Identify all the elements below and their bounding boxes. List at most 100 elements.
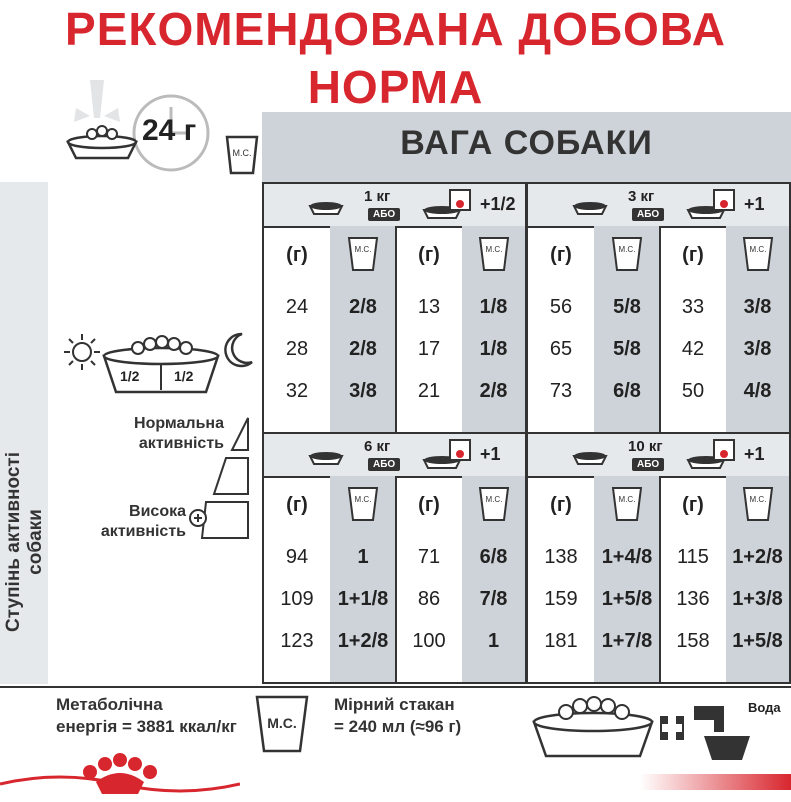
clock-icon bbox=[132, 94, 210, 172]
cup-header-icon: М.С. bbox=[611, 487, 643, 521]
normal-activity-line1: Нормальна bbox=[134, 415, 224, 432]
energy-line2: енергія = 3881 ккал/кг bbox=[56, 717, 237, 736]
activity-steps-icon bbox=[189, 417, 249, 539]
energy-info: Метаболічна енергія = 3881 ккал/кг bbox=[56, 694, 237, 738]
grams-value: 50 bbox=[681, 380, 705, 402]
grams-header: (г) bbox=[286, 494, 308, 516]
wet-food-amount: +1 bbox=[744, 444, 765, 464]
svg-text:М.С.: М.С. bbox=[749, 495, 766, 504]
cups-value: 1+1/8 bbox=[337, 588, 389, 610]
wet-food-pouch-icon bbox=[686, 439, 735, 469]
grams-header: (г) bbox=[682, 244, 704, 266]
dog-weight-label: 6 кг bbox=[364, 438, 391, 455]
small-bowl-icon bbox=[308, 202, 344, 215]
grams-header: (г) bbox=[550, 244, 572, 266]
sun-icon bbox=[64, 334, 100, 370]
cups-value: 5/8 bbox=[613, 338, 641, 360]
block-header: 1 кг АБО +1/2 bbox=[264, 184, 525, 228]
bowl-half-left: 1/2 bbox=[120, 368, 140, 384]
footer-cup-label: М.С. bbox=[267, 715, 297, 731]
or-badge: АБО bbox=[368, 208, 401, 221]
svg-text:М.С.: М.С. bbox=[355, 495, 372, 504]
column-divider bbox=[659, 476, 661, 682]
small-bowl-icon bbox=[572, 202, 608, 215]
cup-header-icon: М.С. bbox=[347, 237, 379, 271]
royal-canin-logo bbox=[0, 753, 240, 794]
weight-header-bg bbox=[262, 112, 791, 182]
cups-value: 1/8 bbox=[479, 296, 508, 318]
grams-value: 100 bbox=[412, 630, 446, 652]
cups-value: 1 bbox=[357, 546, 369, 568]
grams-header: (г) bbox=[418, 494, 440, 516]
svg-text:М.С.: М.С. bbox=[355, 245, 372, 254]
grams-value: 71 bbox=[417, 546, 441, 568]
wet-food-pouch-icon bbox=[422, 189, 471, 219]
cups-value: 5/8 bbox=[613, 296, 641, 318]
high-activity-label: Висока активність bbox=[86, 502, 186, 542]
grams-value: 123 bbox=[280, 630, 314, 652]
title-line-2: НОРМА bbox=[307, 61, 484, 113]
grams-value: 138 bbox=[544, 546, 578, 568]
cups-value: 1+3/8 bbox=[732, 588, 783, 610]
wet-food-pouch-icon bbox=[422, 439, 471, 469]
bowl-icon bbox=[65, 125, 139, 160]
footer-red-swoosh bbox=[640, 774, 791, 790]
activity-axis-label: Ступінь активності собаки bbox=[3, 452, 46, 632]
grams-value: 24 bbox=[285, 296, 309, 318]
grams-value: 136 bbox=[676, 588, 710, 610]
grams-value: 159 bbox=[544, 588, 578, 610]
cup-line1: Мірний стакан bbox=[334, 695, 455, 714]
small-bowl-icon bbox=[308, 452, 344, 465]
cup-header-icon: М.С. bbox=[478, 237, 509, 271]
cups-value: 1/8 bbox=[479, 338, 508, 360]
moon-icon bbox=[224, 332, 253, 368]
cups-value: 6/8 bbox=[479, 546, 508, 568]
cups-value: 1+2/8 bbox=[337, 630, 389, 652]
wet-food-amount: +1/2 bbox=[480, 194, 516, 214]
grams-value: 181 bbox=[544, 630, 578, 652]
cups-value: 7/8 bbox=[479, 588, 508, 610]
weight-header: ВАГА СОБАКИ bbox=[400, 124, 653, 162]
grams-value: 33 bbox=[681, 296, 705, 318]
cups-value: 1+4/8 bbox=[601, 546, 653, 568]
cups-value: 1+5/8 bbox=[732, 630, 783, 652]
cups-value: 1+5/8 bbox=[601, 588, 653, 610]
svg-text:М.С.: М.С. bbox=[619, 495, 636, 504]
grams-value: 94 bbox=[285, 546, 309, 568]
small-bowl-icon bbox=[572, 452, 608, 465]
cups-value: 1 bbox=[487, 630, 500, 652]
cup-header-icon: М.С. bbox=[742, 487, 773, 521]
column-divider bbox=[395, 476, 397, 682]
dog-weight-label: 1 кг bbox=[364, 188, 391, 205]
water-label: Вода bbox=[748, 700, 781, 715]
cups-value: 2/8 bbox=[349, 296, 377, 318]
grams-value: 86 bbox=[417, 588, 441, 610]
dog-weight-label: 3 кг bbox=[628, 188, 655, 205]
water-tap-icon bbox=[660, 706, 750, 760]
cups-value: 6/8 bbox=[613, 380, 641, 402]
or-badge: АБО bbox=[632, 458, 665, 471]
column-divider bbox=[659, 226, 661, 432]
svg-text:М.С.: М.С. bbox=[233, 148, 252, 158]
cups-value: 3/8 bbox=[743, 296, 772, 318]
cup-line2: = 240 мл (≈96 г) bbox=[334, 717, 462, 736]
svg-text:М.С.: М.С. bbox=[619, 245, 636, 254]
cup-header-icon: М.С. bbox=[478, 487, 509, 521]
grams-value: 65 bbox=[549, 338, 573, 360]
measuring-cup-icon: М.С. bbox=[225, 135, 259, 175]
cups-value: 4/8 bbox=[743, 380, 772, 402]
grams-header: (г) bbox=[682, 494, 704, 516]
or-badge: АБО bbox=[368, 458, 401, 471]
portion-amount: 24 г bbox=[142, 114, 197, 147]
watermark-icon bbox=[74, 80, 120, 122]
grams-value: 73 bbox=[549, 380, 573, 402]
svg-text:М.С.: М.С. bbox=[485, 495, 502, 504]
grams-header: (г) bbox=[418, 244, 440, 266]
grams-value: 56 bbox=[549, 296, 573, 318]
or-badge: АБО bbox=[632, 208, 665, 221]
